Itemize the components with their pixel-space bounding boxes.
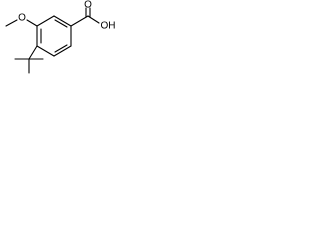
ring-bond — [53, 15, 72, 27]
methoxy-group: O — [5, 13, 38, 27]
ring-bond — [53, 45, 72, 57]
carboxyl-oh-label: OH — [101, 21, 116, 32]
benzene-ring — [36, 15, 72, 57]
ring-to-quaternary-carbon-bond — [28, 45, 38, 60]
ring-bond — [36, 45, 55, 57]
carboxyl-oh-bond — [87, 15, 100, 24]
chemical-structure-diagram: O OH O — [5, 0, 116, 74]
ring-to-carboxyl-bond — [70, 15, 89, 27]
ring-double-bond — [54, 44, 68, 53]
oxygen-to-methyl-bond — [5, 19, 18, 27]
carboxyl-group: O OH — [70, 0, 116, 32]
ring-to-oxygen-bond — [26, 19, 38, 27]
ring-bond — [36, 15, 55, 27]
carboxyl-o-label: O — [84, 0, 92, 11]
methoxy-o-label: O — [18, 13, 26, 24]
tert-butyl-group — [14, 45, 44, 74]
ring-double-bond — [54, 19, 68, 28]
